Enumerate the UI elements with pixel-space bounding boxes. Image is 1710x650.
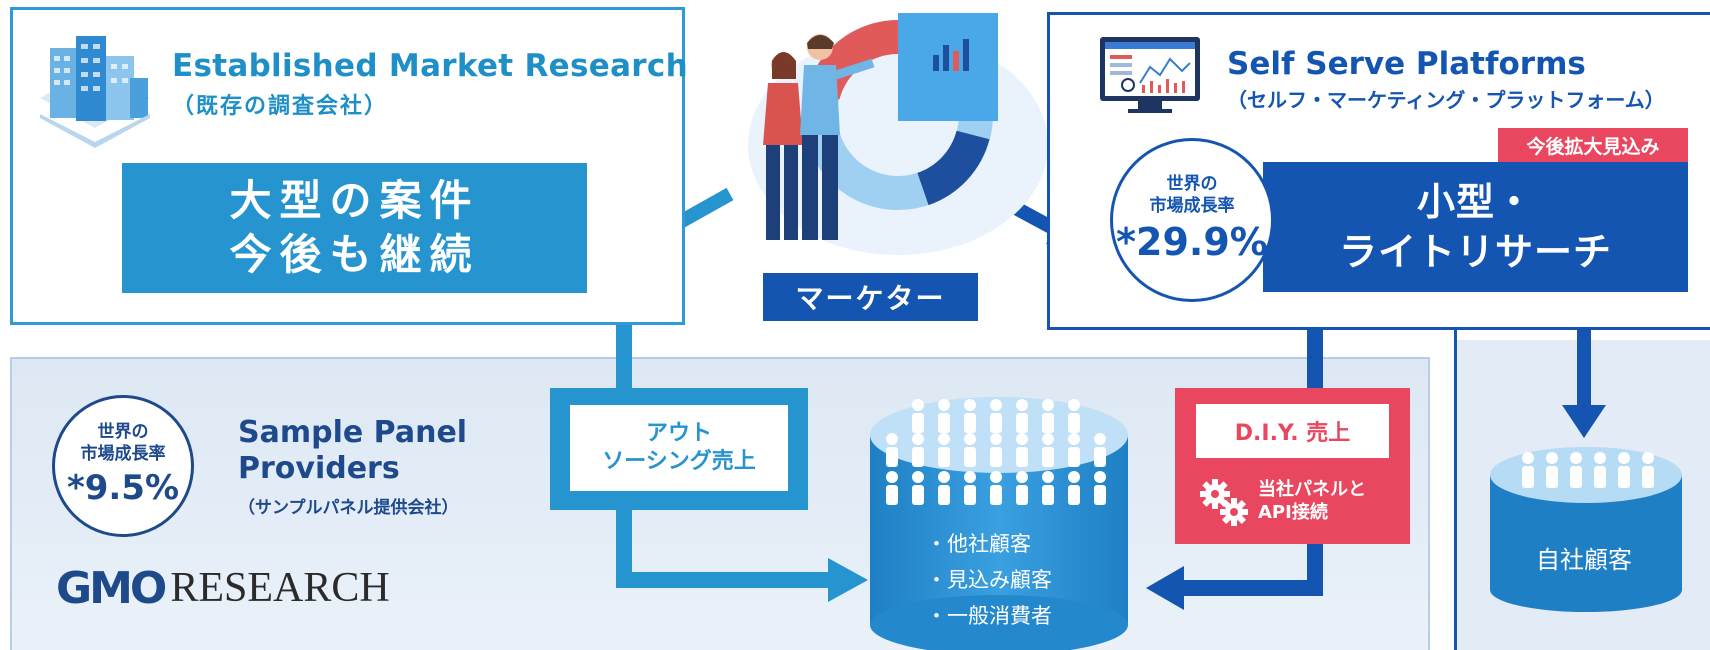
- panel-growth-value: *9.5%: [66, 468, 180, 508]
- api-line1: 当社パネルと: [1258, 479, 1366, 500]
- expansion-badge: 今後拡大見込み: [1498, 128, 1688, 162]
- growth-value: *29.9%: [1116, 220, 1268, 264]
- self-serve-subtitle: （セルフ・マーケティング・プラットフォーム）: [1227, 88, 1665, 112]
- panel-database-cylinder: [870, 397, 1128, 650]
- sample-panel-title: Sample Panel Providers: [238, 415, 467, 487]
- light-research-line1: 小型・: [1416, 180, 1534, 224]
- established-subtitle: （既存の調査会社）: [172, 94, 389, 119]
- panel-item-consumers: ・一般消費者: [926, 604, 1052, 628]
- panel-growth-circle: 世界の 市場成長率 *9.5%: [52, 395, 194, 537]
- self-serve-title: Self Serve Platforms: [1227, 46, 1586, 82]
- outsourcing-label: アウト ソーシング売上: [570, 405, 788, 491]
- gmo-logo-part2: RESEARCH: [170, 565, 390, 611]
- light-research-box: 小型・ ライトリサーチ: [1263, 162, 1688, 292]
- panel-growth-label-line1: 世界の: [97, 422, 149, 442]
- panel-item-prospects: ・見込み顧客: [926, 568, 1052, 592]
- outsourcing-line1: アウト: [645, 421, 712, 446]
- growth-label-line2: 市場成長率: [1149, 196, 1235, 216]
- marketer-illustration: [748, 13, 1048, 255]
- marketer-label: マーケター: [763, 273, 978, 321]
- growth-label-line1: 世界の: [1166, 174, 1218, 194]
- gmo-research-logo: GMO RESEARCH: [56, 562, 390, 614]
- self-serve-growth-circle: 世界の 市場成長率 *29.9%: [1110, 138, 1274, 302]
- own-customers-cylinder: [1490, 447, 1682, 612]
- self-serve-divider: [1454, 328, 1457, 650]
- outsourcing-line2: ソーシング売上: [602, 449, 756, 474]
- large-projects-line2: 今後も継続: [229, 230, 480, 279]
- gears-icon: [1200, 479, 1248, 526]
- own-customers-label: 自社顧客: [1536, 546, 1632, 574]
- gmo-logo-part1: GMO: [56, 562, 167, 614]
- people-icons: [886, 399, 1106, 505]
- monitor-icon: [1100, 37, 1200, 113]
- sample-panel-title-line2: Providers: [238, 451, 400, 486]
- sample-panel-title-line1: Sample Panel: [238, 415, 468, 450]
- buildings-icon: [40, 36, 150, 148]
- large-projects-line1: 大型の案件: [229, 176, 480, 225]
- diy-sales-label: D.I.Y. 売上: [1196, 404, 1389, 458]
- panel-growth-label-line2: 市場成長率: [80, 444, 166, 464]
- api-connection-text: 当社パネルと API接続: [1258, 478, 1366, 524]
- panel-database-list: ・他社顧客 ・見込み顧客 ・一般消費者: [926, 526, 1052, 634]
- diy-arrowhead: [1146, 566, 1184, 610]
- established-title: Established Market Research: [172, 48, 688, 84]
- outsourcing-arrowhead: [828, 558, 868, 602]
- sample-panel-subtitle: （サンプルパネル提供会社）: [238, 498, 459, 518]
- own-customers-people-icons: [1522, 452, 1654, 488]
- panel-item-other-customers: ・他社顧客: [926, 532, 1031, 556]
- light-research-line2: ライトリサーチ: [1338, 230, 1612, 274]
- own-customers-arrowhead: [1562, 405, 1606, 438]
- api-line2: API接続: [1258, 502, 1328, 523]
- large-projects-box: 大型の案件 今後も継続: [122, 163, 587, 293]
